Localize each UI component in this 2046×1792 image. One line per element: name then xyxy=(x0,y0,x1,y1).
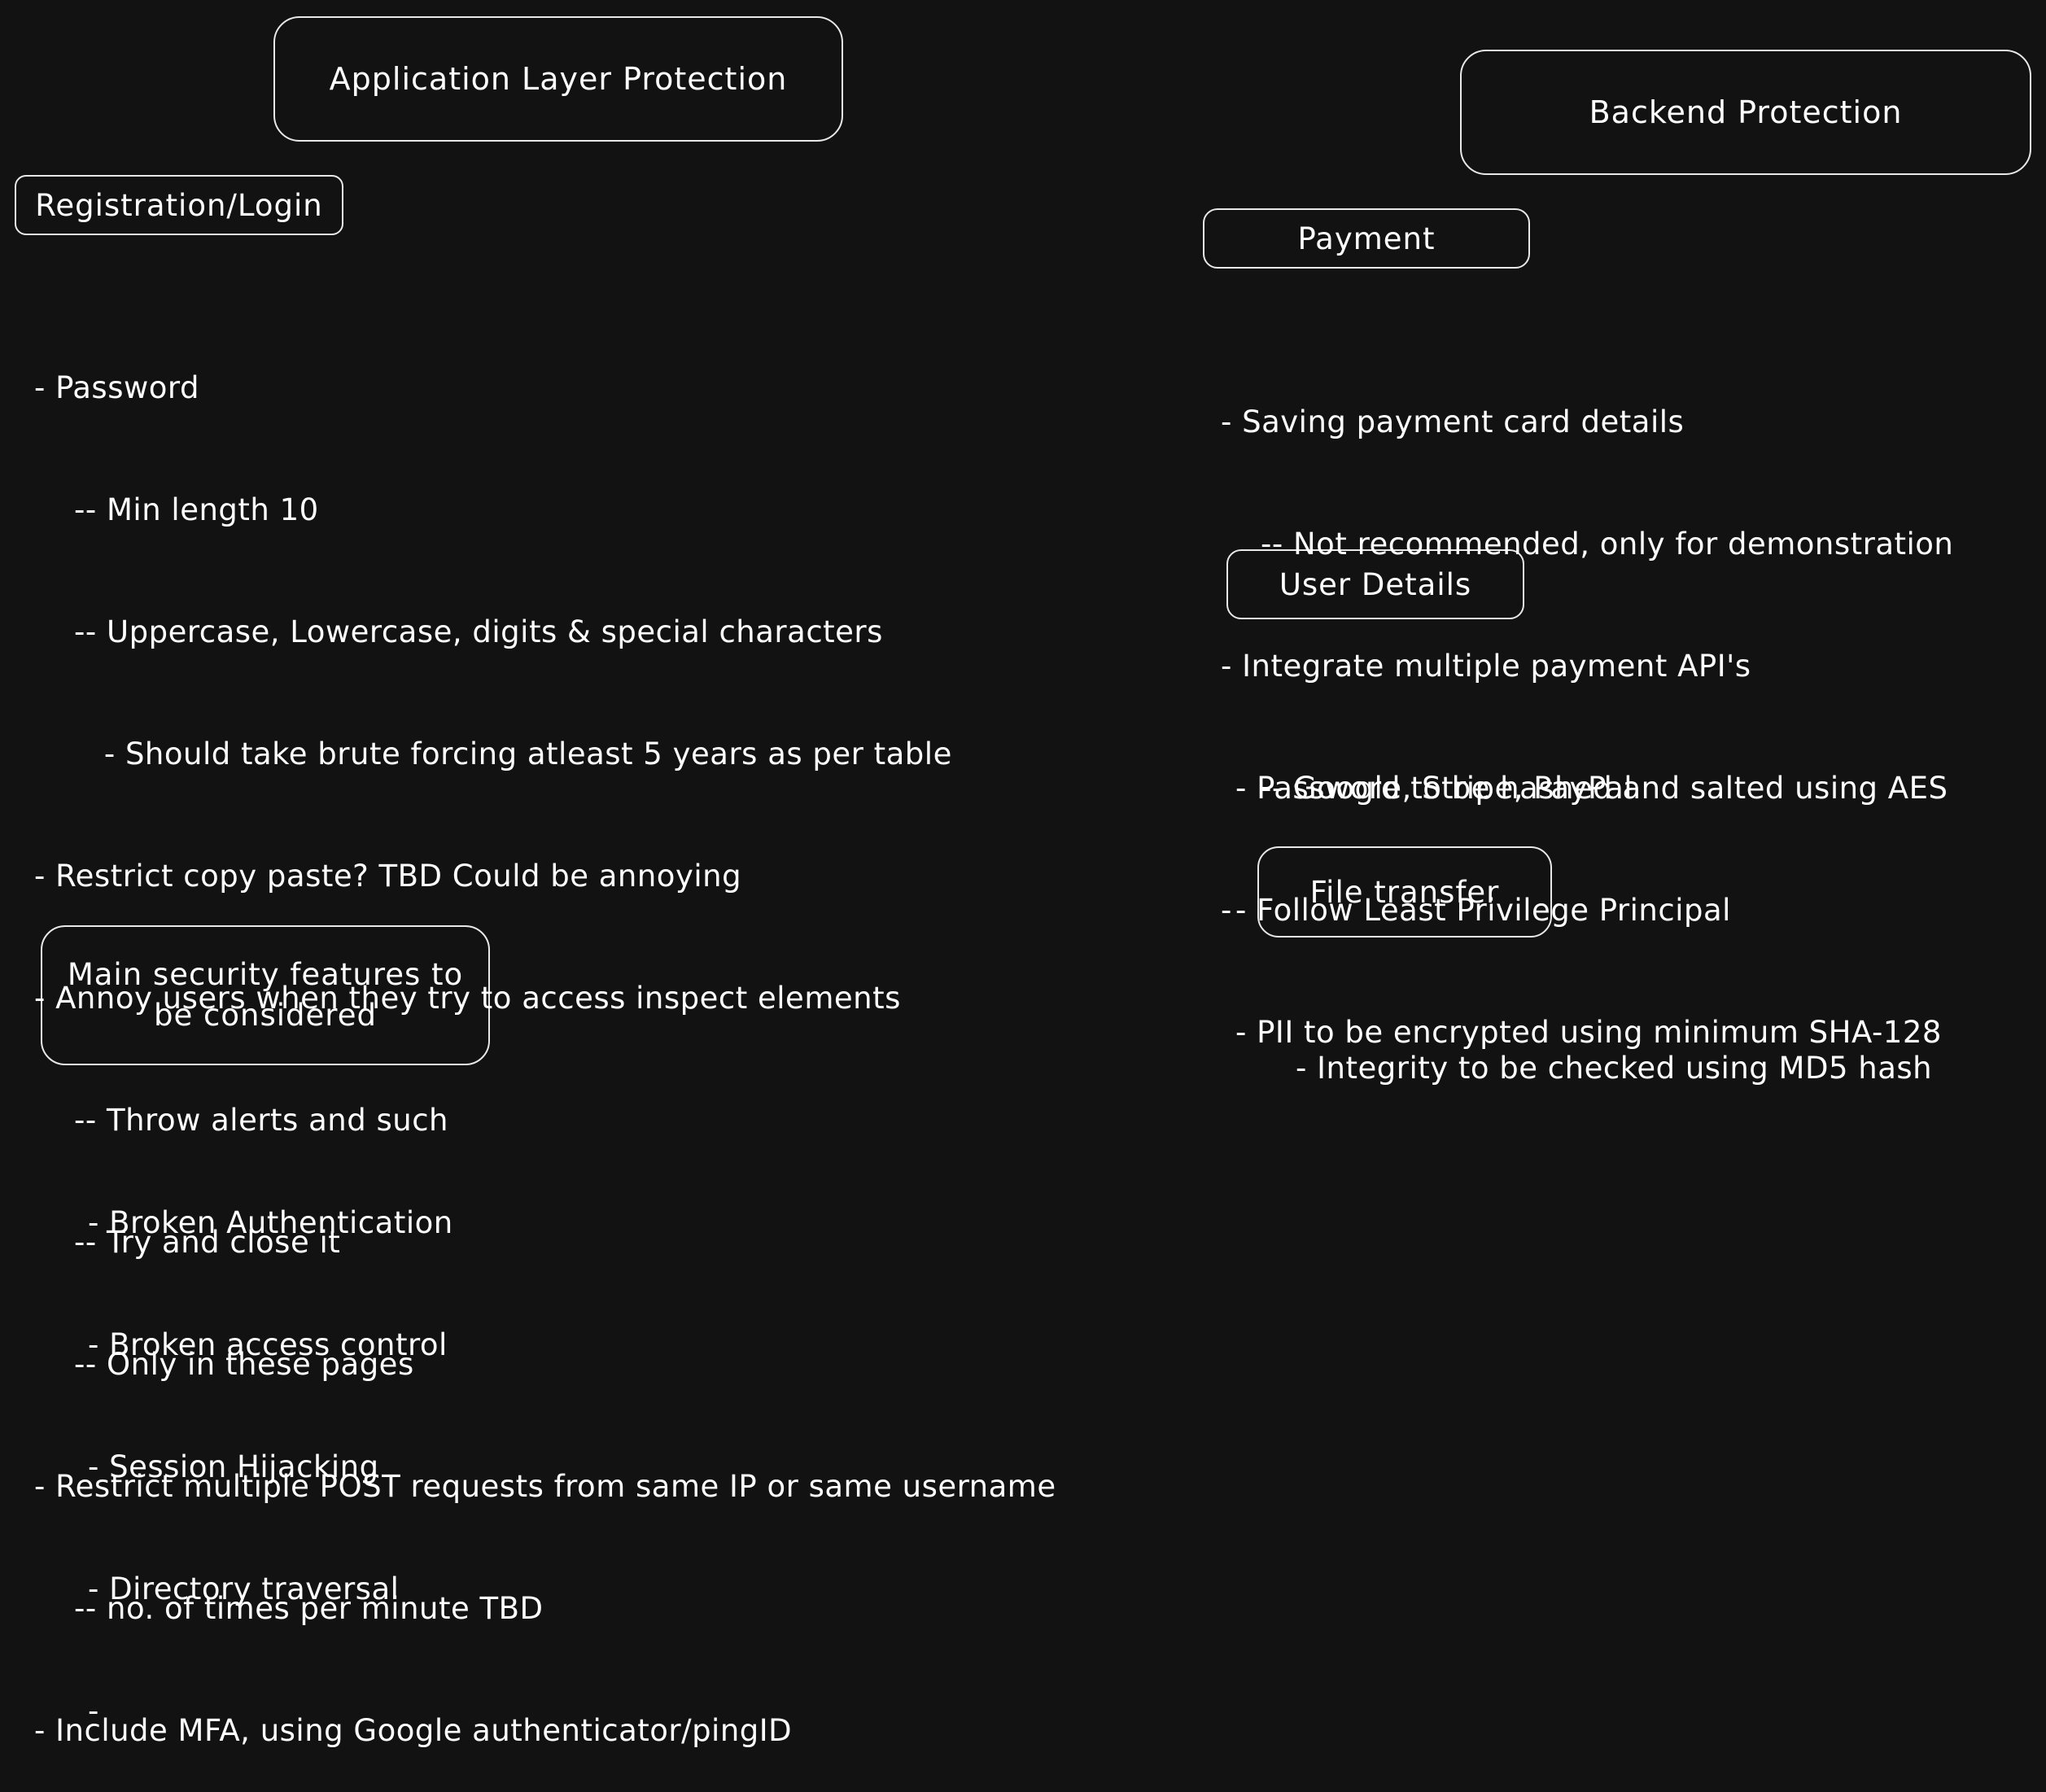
main-security-notes: - Broken Authentication - Broken access … xyxy=(88,1121,453,1772)
note-line: - Session Hijacking xyxy=(88,1449,379,1484)
note-line: - Restrict copy paste? TBD Could be anno… xyxy=(34,859,742,894)
backend-protection-label: Backend Protection xyxy=(1589,94,1903,130)
registration-login-box[interactable]: Registration/Login xyxy=(15,175,343,235)
note-line: - Password to be hashed and salted using… xyxy=(1235,771,1948,806)
user-details-box[interactable]: User Details xyxy=(1226,549,1524,619)
main-security-features-box[interactable]: Main security features to be considered xyxy=(41,925,490,1065)
note-line: -- Try and close it xyxy=(34,1225,341,1260)
note-line: - Should take brute forcing atleast 5 ye… xyxy=(34,736,952,771)
note-line: - Annoy users when they try to access in… xyxy=(34,981,901,1016)
note-line: - Integrate multiple payment API's xyxy=(1221,649,1751,684)
note-line: -- Throw alerts and such xyxy=(34,1103,448,1138)
note-line: - xyxy=(88,1694,99,1729)
payment-label: Payment xyxy=(1297,221,1436,256)
application-layer-protection-box[interactable]: Application Layer Protection xyxy=(273,16,843,142)
file-transfer-box[interactable]: File transfer xyxy=(1257,846,1552,938)
user-details-notes: - Password to be hashed and salted using… xyxy=(1235,687,1948,1094)
file-transfer-notes: - Integrity to be checked using MD5 hash xyxy=(1296,967,1932,1130)
note-line: - Integrity to be checked using MD5 hash xyxy=(1296,1051,1933,1086)
payment-box[interactable]: Payment xyxy=(1203,208,1530,269)
note-line: -- Min length 10 xyxy=(34,492,319,527)
note-line: -- Uppercase, Lowercase, digits & specia… xyxy=(34,614,883,649)
note-line: -- Not recommended, only for demonstrati… xyxy=(1221,527,1954,562)
note-line: - Follow Least Privilege Principal xyxy=(1235,893,1731,928)
registration-login-label: Registration/Login xyxy=(35,187,323,223)
user-details-label: User Details xyxy=(1279,566,1472,602)
note-line: -- Google, Stripe, PayPal xyxy=(1221,771,1633,806)
note-line: - Directory traversal xyxy=(88,1571,400,1606)
payment-notes: - Saving payment card details -- Not rec… xyxy=(1221,321,1953,972)
note-line: - Broken access control xyxy=(88,1327,448,1362)
note-line: - Password xyxy=(34,370,199,405)
note-line: - PII to be encrypted using minimum SHA-… xyxy=(1235,1015,1942,1050)
note-line: - Saving payment card details xyxy=(1221,404,1685,439)
note-line: - Broken Authentication xyxy=(88,1205,453,1240)
application-layer-protection-label: Application Layer Protection xyxy=(329,61,788,97)
backend-protection-box[interactable]: Backend Protection xyxy=(1460,50,2031,175)
main-security-features-label: Main security features to be considered xyxy=(67,957,464,1033)
note-line: - xyxy=(1221,893,1232,928)
file-transfer-label: File transfer xyxy=(1309,874,1500,910)
